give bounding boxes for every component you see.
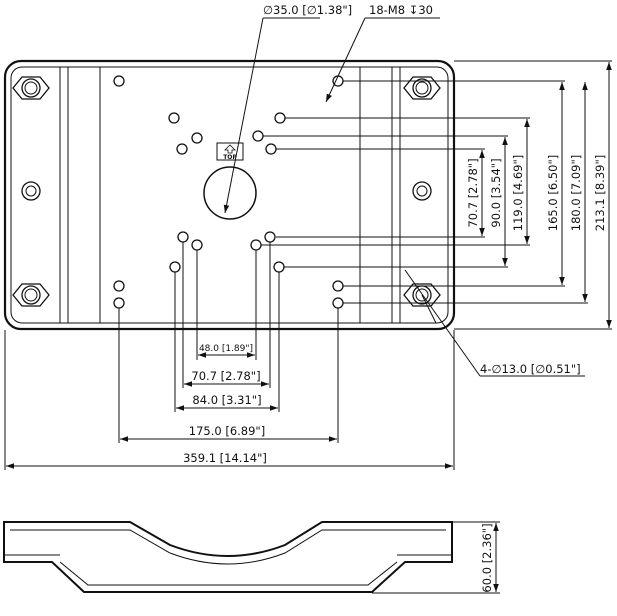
vertical-dimensions: 70.7 [2.78"] 90.0 [3.54"] 119.0 [4.69"] … [261, 60, 612, 330]
m8-hole [274, 112, 286, 124]
m8-hole [113, 75, 125, 87]
threaded-holes [113, 75, 344, 309]
m8-hole [191, 239, 203, 251]
m8-hole [250, 239, 262, 251]
m8-hole [169, 261, 181, 273]
m8-hole [332, 280, 344, 292]
m8-hole [177, 231, 189, 243]
side-hole [21, 181, 41, 201]
plate-side-view [3, 521, 500, 594]
vdim-119-label: 119.0 [4.69"] [511, 155, 525, 231]
m8-hole [113, 297, 125, 309]
callout-corner-holes-label: 4-∅13.0 [∅0.51"] [480, 362, 581, 376]
side-hole [412, 181, 432, 201]
vdim-70-label: 70.7 [2.78"] [466, 158, 480, 227]
callout-center-hole-label: ∅35.0 [∅1.38"] [263, 3, 352, 17]
vdim-90-label: 90.0 [3.54"] [489, 158, 503, 227]
m8-hole [191, 132, 203, 144]
side-view-dimension: 60.0 [2.36"] [480, 523, 499, 593]
top-marker: TOP [216, 142, 244, 161]
horizontal-dimensions: 48.0 [1.89"] 70.7 [2.78"] 84.0 [3.31"] 1… [4, 242, 455, 470]
dim-70-label: 70.7 [2.78"] [191, 369, 260, 383]
m8-hole [332, 297, 344, 309]
m8-hole [273, 261, 285, 273]
dim-359-label: 359.1 [14.14"] [183, 451, 267, 465]
dim-175-label: 175.0 [6.89"] [189, 424, 265, 438]
callout-corner-holes: 4-∅13.0 [∅0.51"] [404, 269, 585, 377]
vdim-213-label: 213.1 [8.39"] [593, 155, 607, 231]
center-hole [203, 166, 257, 220]
top-marker-label: TOP [223, 154, 237, 161]
corner-nut [12, 283, 50, 307]
m8-hole [168, 112, 180, 124]
m8-hole [252, 130, 264, 142]
vdim-60-label: 60.0 [2.36"] [480, 523, 494, 592]
callout-threaded-holes-label: 18-M8 ↧30 [369, 3, 433, 17]
vdim-180-label: 180.0 [7.09"] [569, 155, 583, 231]
dim-48-label: 48.0 [1.89"] [199, 344, 253, 354]
m8-hole [176, 143, 188, 155]
corner-nut [12, 76, 50, 100]
dim-84-label: 84.0 [3.31"] [192, 393, 261, 407]
m8-hole [265, 143, 277, 155]
callout-threaded-holes: 18-M8 ↧30 [325, 3, 440, 103]
m8-hole [113, 280, 125, 292]
callout-center-hole: ∅35.0 [∅1.38"] [223, 3, 352, 214]
corner-nut [403, 76, 441, 100]
vdim-165-label: 165.0 [6.50"] [546, 155, 560, 231]
m8-hole [264, 231, 276, 243]
